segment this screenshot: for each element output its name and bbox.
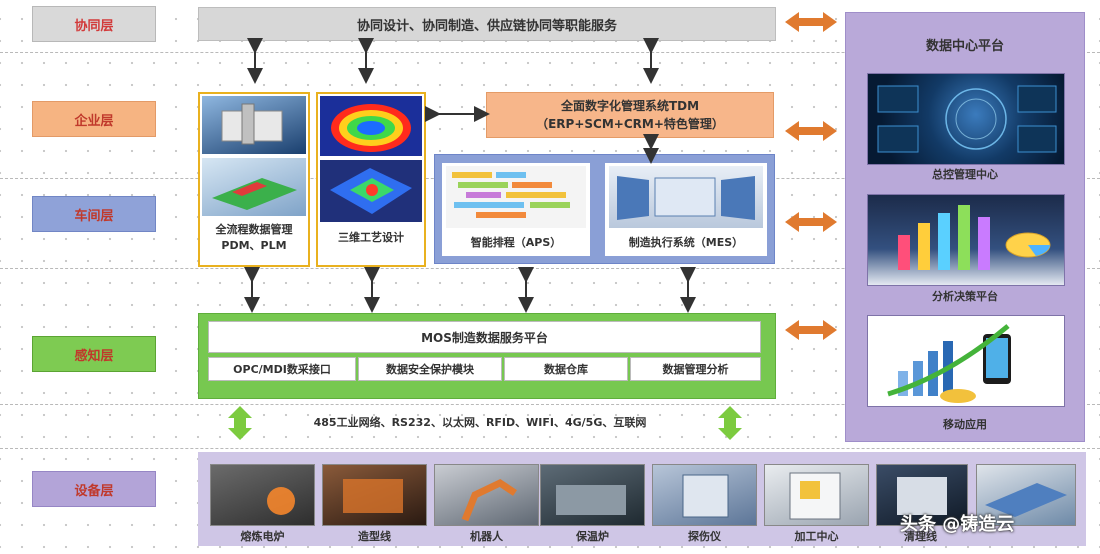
production-line-graphic — [985, 483, 1067, 517]
casting-simulation-image — [320, 160, 422, 222]
production-line-image — [976, 464, 1076, 526]
device-caption-melting-furnace: 熔炼电炉 — [240, 530, 285, 543]
process-design-caption: 三维工艺设计 — [338, 231, 404, 244]
cleaning-line-graphic — [897, 477, 947, 515]
mobile-growth-graphic — [887, 324, 1011, 403]
pdm-model-image — [202, 158, 306, 216]
mos-module-opc: OPC/MDI数采接口 — [208, 357, 356, 381]
plm-3d-graphic — [221, 103, 283, 145]
control-center-caption: 总控管理中心 — [932, 168, 998, 181]
orange-arrow-coop — [785, 12, 837, 32]
holding-furnace-image — [540, 464, 645, 526]
mobile-app-image — [867, 315, 1065, 407]
bar-chart-3d-graphic — [898, 205, 1051, 270]
network-protocols: 485工业网络、RS232、以太网、RFID、WIFI、4G/5G、互联网 — [313, 416, 647, 429]
orange-arrow-sensing — [785, 320, 837, 340]
decision-platform-image — [867, 194, 1065, 286]
device-caption-molding-line: 造型线 — [358, 530, 391, 543]
tdm-subtitle: （ERP+SCM+CRM+特色管理） — [536, 117, 724, 131]
aps-caption: 智能排程（APS） — [470, 236, 562, 249]
tdm-title: 全面数字化管理系统TDM — [560, 99, 700, 113]
layer-label-enterprise: 企业层 — [32, 101, 156, 137]
layer-label-coop: 协同层 — [32, 6, 156, 42]
mos-module-analysis: 数据管理分析 — [630, 357, 761, 381]
layer-divider — [0, 268, 1100, 269]
molding-line-image — [322, 464, 427, 526]
mos-module-warehouse: 数据仓库 — [504, 357, 628, 381]
layer-divider — [0, 448, 1100, 449]
aps-gantt-image — [446, 166, 586, 228]
mes-screens-image — [609, 166, 763, 228]
orange-arrow-workshop — [785, 212, 837, 232]
mes-caption: 制造执行系统（MES） — [628, 236, 744, 249]
device-caption-holding-furnace: 保温炉 — [576, 530, 609, 543]
heatmap-ring-graphic — [331, 104, 411, 152]
mobile-app-caption: 移动应用 — [943, 418, 987, 431]
casting-heat-graphic — [330, 168, 412, 214]
pdm-plm-panel: 全流程数据管理PDM、PLM — [198, 92, 310, 267]
pdm-3d-graphic — [212, 178, 297, 210]
globe-network-graphic — [877, 85, 1057, 153]
device-caption-flaw-detector: 探伤仪 — [688, 530, 721, 543]
robot-arm-graphic — [461, 478, 517, 522]
simulation-heatmap-image — [320, 96, 422, 156]
watermark-logo: 头条 @铸造云 — [900, 514, 1015, 535]
device-caption-cleaning-line: 清理线 — [904, 530, 937, 543]
mos-platform-title: MOS制造数据服务平台 — [208, 321, 761, 353]
pdm-plm-caption: 全流程数据管理PDM、PLM — [215, 223, 293, 252]
holding-furnace-graphic — [556, 485, 626, 515]
mes-monitors-graphic — [617, 176, 755, 220]
decision-platform-caption: 分析决策平台 — [932, 290, 998, 303]
green-arrow-left — [228, 406, 252, 440]
robot-image — [434, 464, 539, 526]
control-center-image — [867, 73, 1065, 165]
mos-module-security: 数据安全保护模块 — [358, 357, 502, 381]
machining-center-image — [764, 464, 869, 526]
tdm-system-box: 全面数字化管理系统TDM （ERP+SCM+CRM+特色管理） — [486, 92, 774, 138]
aps-panel: 智能排程（APS） — [441, 162, 591, 257]
coop-services-bar: 协同设计、协同制造、供应链协同等职能服务 — [198, 7, 776, 41]
molding-machine-graphic — [343, 479, 403, 513]
plm-model-image — [202, 96, 306, 154]
layer-label-workshop: 车间层 — [32, 196, 156, 232]
gantt-chart-graphic — [452, 172, 570, 218]
melting-furnace-image — [210, 464, 315, 526]
device-caption-machining-center: 加工中心 — [794, 530, 839, 543]
flaw-detector-image — [652, 464, 757, 526]
flaw-detector-graphic — [682, 474, 729, 518]
machining-center-graphic — [789, 472, 841, 520]
layer-label-device: 设备层 — [32, 471, 156, 507]
process-design-panel: 三维工艺设计 — [316, 92, 426, 267]
layer-divider — [0, 404, 1100, 405]
layer-label-sensing: 感知层 — [32, 336, 156, 372]
device-caption-robot: 机器人 — [470, 530, 503, 543]
orange-arrow-enterprise — [785, 121, 837, 141]
cleaning-line-image — [876, 464, 968, 526]
furnace-glow-graphic — [267, 487, 295, 515]
data-center-title: 数据中心平台 — [925, 39, 1004, 54]
green-arrow-right — [718, 406, 742, 440]
layer-divider — [0, 52, 1100, 53]
mes-panel: 制造执行系统（MES） — [604, 162, 768, 257]
